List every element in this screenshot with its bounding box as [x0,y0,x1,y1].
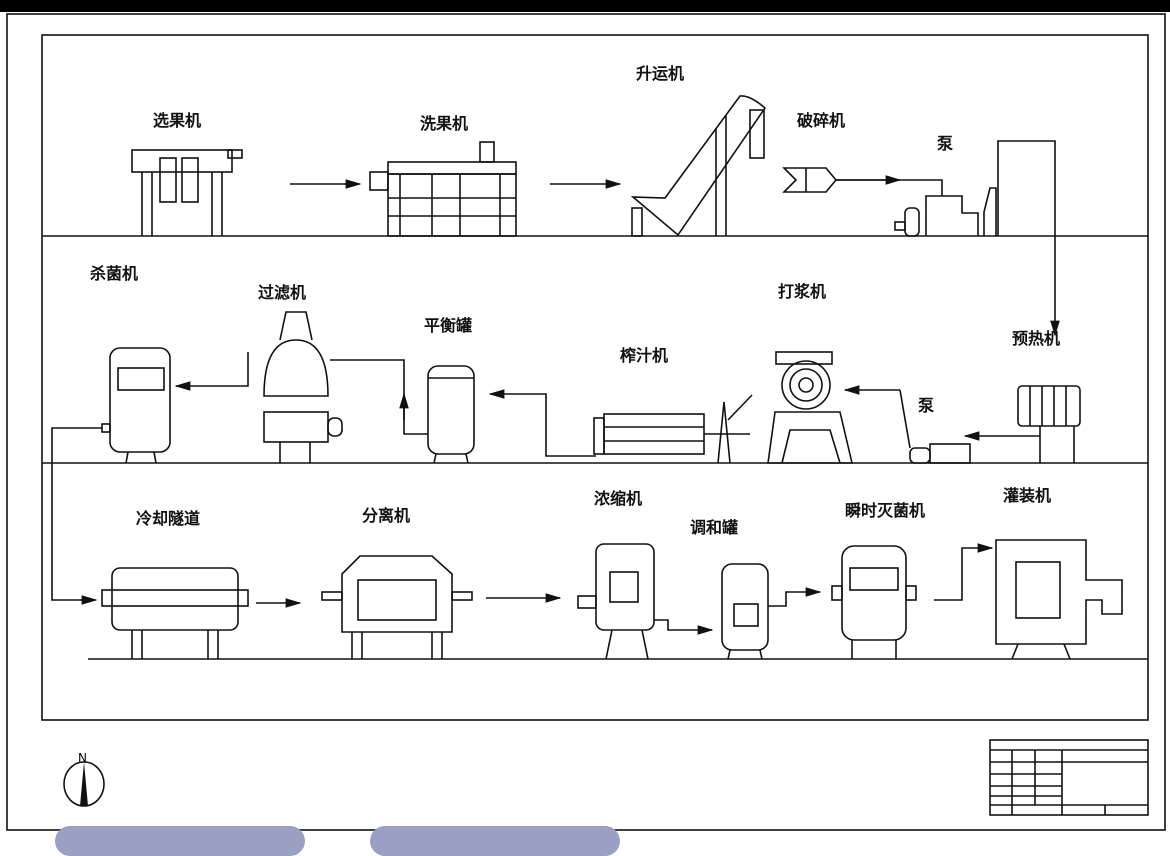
label-pulper: 打浆机 [778,282,826,301]
label-sterilizer: 杀菌机 [90,264,138,283]
label-cooling-tunnel: 冷却隧道 [136,509,200,528]
label-pump-1: 泵 [936,134,953,153]
pulper-machine [767,351,854,464]
north-arrow-icon: N [63,751,105,807]
title-block [989,739,1149,816]
pump-unit-1 [894,140,1056,237]
label-flash-sterilizer: 瞬时灭菌机 [845,501,925,520]
flash-sterilizer-machine [831,545,917,659]
label-separator: 分离机 [362,506,410,525]
balance-tank [427,365,475,464]
filter-machine [263,311,343,463]
separator-machine [321,555,473,659]
label-preheater: 预热机 [1012,329,1060,348]
process-flow-diagram: 选果机 洗果机 升运机 破碎机 泵 杀菌机 过滤机 平衡罐 榨汁机 打浆机 预热… [6,13,1166,831]
overlay-button [370,826,620,856]
label-washer: 洗果机 [420,114,468,133]
inner-frame [41,34,1149,721]
north-label: N [78,751,87,765]
overlay-button [55,826,305,856]
pump-unit-2 [899,389,971,464]
label-juicer: 榨汁机 [620,346,668,365]
label-blending-tank: 调和罐 [690,518,738,537]
juicer-machine [593,394,753,464]
cooling-tunnel [101,567,249,659]
preheater-machine [1017,385,1081,463]
label-pump-2: 泵 [917,396,934,415]
label-balance-tank: 平衡罐 [424,316,472,335]
label-concentrator: 浓缩机 [594,489,642,508]
blending-tank [721,563,769,660]
crusher-machine [782,167,838,193]
sorter-machine [131,149,243,236]
filler-machine [995,539,1123,660]
label-filter: 过滤机 [258,283,306,302]
label-filler: 灌装机 [1003,486,1051,505]
top-bar [0,0,1170,12]
label-sorter: 选果机 [153,111,201,130]
elevator-machine [630,95,767,237]
label-crusher: 破碎机 [797,111,845,130]
concentrator-machine [577,543,655,660]
washer-machine [369,141,517,237]
outer-frame [6,13,1166,831]
label-elevator: 升运机 [636,64,684,83]
sterilizer-machine [101,347,171,464]
